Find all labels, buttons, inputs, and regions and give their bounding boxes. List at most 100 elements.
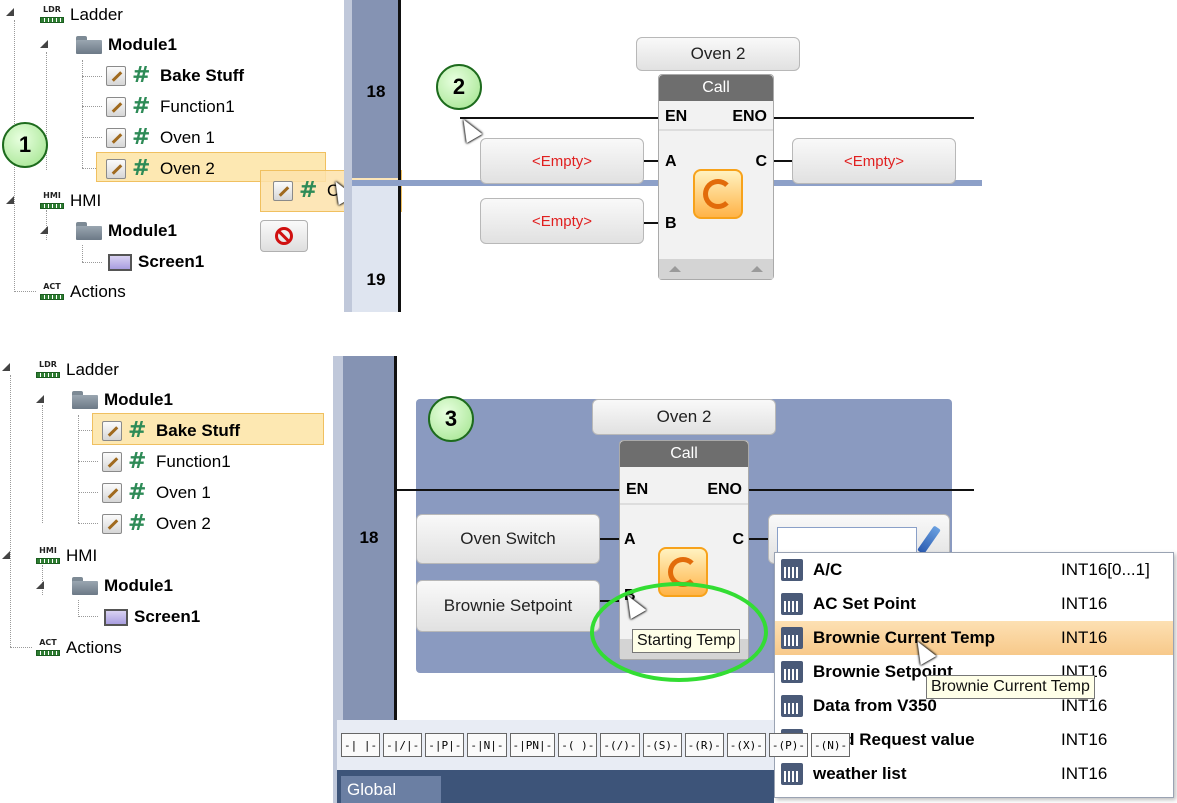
project-tree-bottom: LDR Ladder Module1 # Bake Stuff # Functi… xyxy=(0,355,340,665)
coil-p-button[interactable]: -(P)- xyxy=(768,733,808,757)
coil-reset-button[interactable]: -(R)- xyxy=(684,733,724,757)
selection-highlight xyxy=(92,413,324,445)
collapse-module-icon[interactable] xyxy=(36,395,44,403)
tree-label: Screen1 xyxy=(134,607,201,626)
tree-item-function1[interactable]: # Function1 xyxy=(102,449,231,475)
tree-item-oven2[interactable]: # Oven 2 xyxy=(102,511,211,537)
tag-option-highlighted[interactable]: Brownie Current Temp INT16 xyxy=(775,621,1173,655)
tree-item-hmi-module1[interactable]: Module1 xyxy=(76,218,177,244)
ladder-rung-icon: # xyxy=(128,480,147,505)
tree-item-function1[interactable]: # Function1 xyxy=(106,94,235,120)
tree-item-bake-stuff[interactable]: # Bake Stuff xyxy=(106,63,244,89)
operand-b-field[interactable]: Brownie Setpoint xyxy=(416,580,600,632)
coil-x-button[interactable]: -(X)- xyxy=(726,733,766,757)
tree-item-module1[interactable]: Module1 xyxy=(72,387,173,413)
rung-number: 18 xyxy=(359,528,379,547)
tree-label: Module1 xyxy=(104,576,173,595)
operand-a-empty[interactable]: <Empty> xyxy=(480,138,644,184)
tree-item-bake-stuff[interactable]: # Bake Stuff xyxy=(102,418,240,444)
tag-name: Send Request value xyxy=(813,730,975,749)
global-tab[interactable]: Global xyxy=(341,776,441,803)
actions-badge-icon: ACT xyxy=(40,282,64,302)
tree-label: Actions xyxy=(70,282,126,301)
tree-label: Oven 2 xyxy=(156,514,211,533)
ladder-badge-icon: LDR xyxy=(36,360,60,380)
tree-label: Function1 xyxy=(160,97,235,116)
collapse-hmi-module-icon[interactable] xyxy=(40,226,48,234)
collapse-hmi-module-icon[interactable] xyxy=(36,581,44,589)
edit-icon xyxy=(102,483,122,503)
tree-label: Function1 xyxy=(156,452,231,471)
tag-type: INT16 xyxy=(1061,594,1108,613)
project-tree-top: LDR Ladder Module1 # Bake Stuff # Functi… xyxy=(0,0,340,310)
tree-label: HMI xyxy=(70,191,102,210)
pin-en: EN xyxy=(665,108,688,125)
operand-c-empty[interactable]: <Empty> xyxy=(792,138,956,184)
edit-icon xyxy=(102,421,122,441)
collapse-ladder-icon[interactable] xyxy=(2,363,10,371)
screen-icon xyxy=(108,253,132,271)
tag-type: INT16 xyxy=(1061,730,1108,749)
tree-item-screen1[interactable]: Screen1 xyxy=(104,604,200,630)
operand-c-input[interactable] xyxy=(777,527,917,553)
tree-label: Ladder xyxy=(70,5,123,24)
contact-n-button[interactable]: -|N|- xyxy=(467,733,507,757)
tree-item-oven2[interactable]: # Oven 2 xyxy=(106,156,215,182)
pin-wire xyxy=(600,538,619,540)
tree-item-actions[interactable]: ACT Actions xyxy=(40,279,126,305)
selection-highlight xyxy=(96,152,326,182)
ladder-gutter xyxy=(344,0,352,312)
tag-option[interactable]: Data from V350 INT16 xyxy=(775,689,1173,723)
tree-item-actions[interactable]: ACT Actions xyxy=(36,635,122,661)
power-rail xyxy=(394,356,397,720)
coil-button[interactable]: -( )- xyxy=(558,733,598,757)
contact-p-button[interactable]: -|P|- xyxy=(425,733,465,757)
tag-option[interactable]: weather list INT16 xyxy=(775,757,1173,791)
collapse-ladder-icon[interactable] xyxy=(6,8,14,16)
contact-no-button[interactable]: -| |- xyxy=(341,733,381,757)
tree-item-module1[interactable]: Module1 xyxy=(76,32,177,58)
coil-set-button[interactable]: -(S)- xyxy=(642,733,682,757)
tree-label: Module1 xyxy=(108,35,177,54)
rung-number-column xyxy=(343,356,395,720)
tree-item-ladder[interactable]: LDR Ladder xyxy=(36,357,119,383)
tag-dropdown[interactable]: A/C INT16[0...1] AC Set Point INT16 Brow… xyxy=(774,552,1174,798)
tree-item-hmi[interactable]: HMI HMI xyxy=(36,543,97,569)
ladder-rung-icon: # xyxy=(132,94,151,119)
tree-item-hmi[interactable]: HMI HMI xyxy=(40,188,101,214)
operand-a-field[interactable]: Oven Switch xyxy=(416,514,600,564)
call-name-label[interactable]: Oven 2 xyxy=(592,399,776,435)
call-block[interactable]: Call EN ENO A C B xyxy=(658,74,774,280)
contact-pn-button[interactable]: -|PN|- xyxy=(509,733,556,757)
tag-name: Data from V350 xyxy=(813,696,937,715)
ladder-rung-icon: # xyxy=(299,178,318,203)
tree-item-ladder[interactable]: LDR Ladder xyxy=(40,2,123,28)
instruction-toolbar: -| |- -|/|- -|P|- -|N|- -|PN|- -( )- -(/… xyxy=(341,733,851,757)
tree-item-oven1[interactable]: # Oven 1 xyxy=(106,125,215,151)
tag-option[interactable]: AC Set Point INT16 xyxy=(775,587,1173,621)
tree-item-hmi-module1[interactable]: Module1 xyxy=(72,573,173,599)
edit-icon xyxy=(106,159,126,179)
edit-icon xyxy=(106,97,126,117)
tag-name: A/C xyxy=(813,560,843,579)
tag-name: weather list xyxy=(813,764,907,783)
edit-icon xyxy=(106,128,126,148)
coil-n-button[interactable]: -(N)- xyxy=(811,733,851,757)
tag-type: INT16[0...1] xyxy=(1061,560,1150,579)
collapse-hmi-icon[interactable] xyxy=(6,196,14,204)
contact-nc-button[interactable]: -|/|- xyxy=(383,733,423,757)
pin-a: A xyxy=(665,153,677,170)
tag-option[interactable]: A/C INT16[0...1] xyxy=(775,553,1173,587)
pencil-icon[interactable] xyxy=(917,525,941,555)
operand-b-empty[interactable]: <Empty> xyxy=(480,198,644,244)
tree-item-screen1[interactable]: Screen1 xyxy=(108,249,204,275)
ladder-rung-icon: # xyxy=(128,449,147,474)
no-drop-icon xyxy=(260,220,308,252)
collapse-hmi-icon[interactable] xyxy=(2,551,10,559)
step-badge-3: 3 xyxy=(428,396,474,442)
tree-item-oven1[interactable]: # Oven 1 xyxy=(102,480,211,506)
coil-negated-button[interactable]: -(/)- xyxy=(600,733,640,757)
collapse-module-icon[interactable] xyxy=(40,40,48,48)
call-name-label[interactable]: Oven 2 xyxy=(636,37,800,71)
tree-label: Ladder xyxy=(66,360,119,379)
